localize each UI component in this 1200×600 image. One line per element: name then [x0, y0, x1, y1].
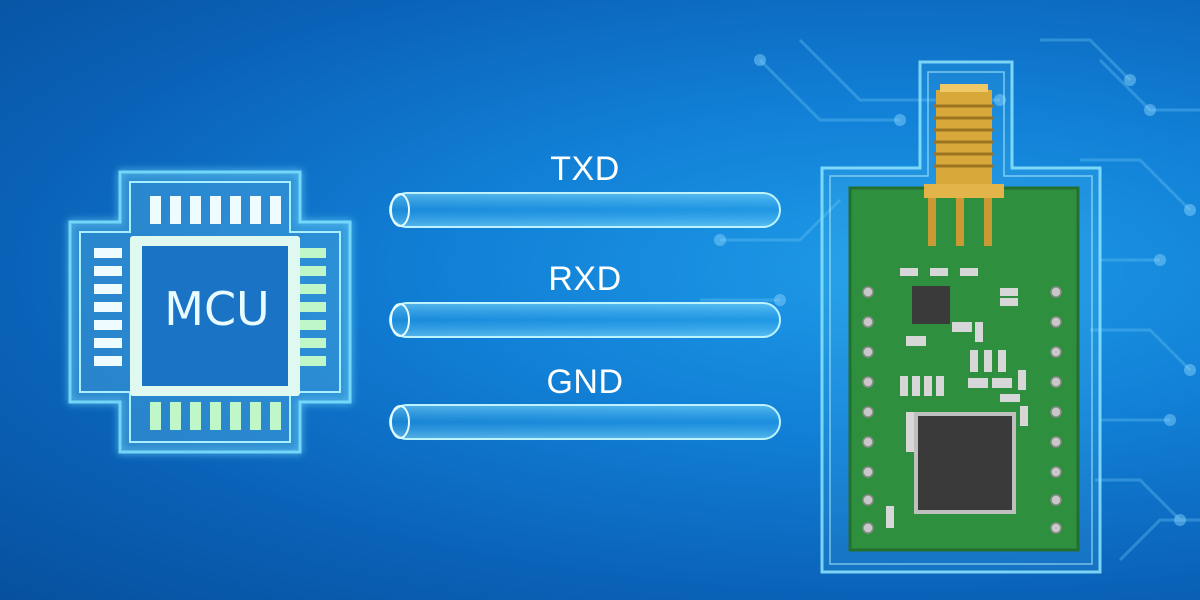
- wire-txd: [389, 192, 781, 228]
- pcb-pin-holes: [862, 286, 1062, 534]
- main-ic: [914, 412, 1016, 514]
- wire-label-rxd: RXD: [548, 260, 622, 298]
- mcu-top-pins: [150, 196, 281, 224]
- small-ic: [912, 286, 950, 324]
- wire-gnd: [389, 404, 781, 440]
- wire-label-gnd: GND: [546, 363, 624, 401]
- wire-label-txd: TXD: [550, 150, 620, 188]
- mcu-label: MCU: [164, 282, 270, 336]
- mcu-right-pins: [298, 248, 326, 366]
- mcu-bottom-pins: [150, 402, 281, 430]
- mcu-left-pins: [94, 248, 122, 366]
- antenna-connector: [924, 84, 1004, 246]
- wire-rxd: [389, 302, 781, 338]
